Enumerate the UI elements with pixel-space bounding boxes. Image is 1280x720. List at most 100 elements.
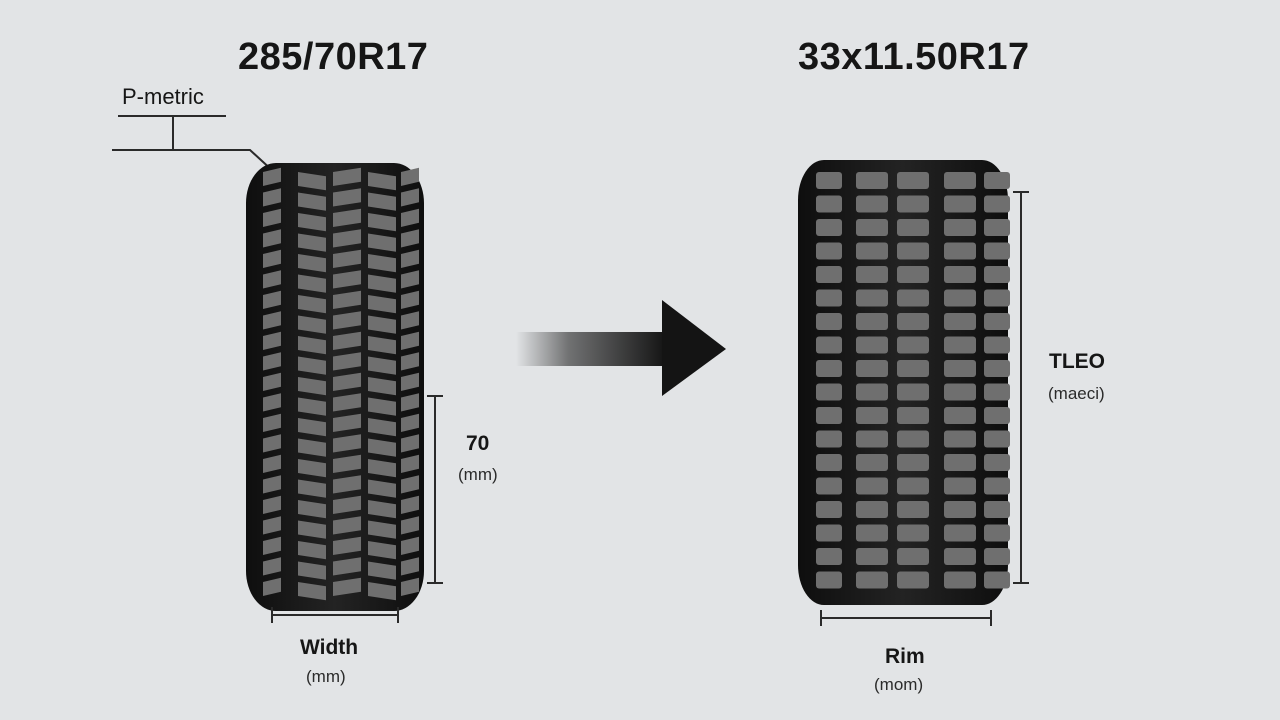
tread-block <box>897 548 929 565</box>
tread-block <box>816 407 842 424</box>
tread-block <box>401 434 419 453</box>
tread-block <box>944 266 976 283</box>
rim-unit: (mom) <box>874 675 924 694</box>
tread-block <box>944 383 976 401</box>
tread-block <box>856 501 888 518</box>
tread-block <box>856 242 888 260</box>
tread-block <box>816 242 842 260</box>
tread-block <box>897 313 929 330</box>
width-label: Width <box>300 636 359 659</box>
tread-block <box>944 548 976 565</box>
tread-block <box>263 557 281 576</box>
tread-block <box>984 172 1010 189</box>
tread-block <box>333 331 361 350</box>
tread-block <box>856 336 888 354</box>
tread-block <box>333 393 361 412</box>
tread-block <box>298 418 326 437</box>
tread-block <box>401 413 419 432</box>
tread-block <box>401 516 419 535</box>
tread-block <box>856 289 888 307</box>
tread-block <box>897 195 929 213</box>
right-arrow-icon <box>516 300 726 396</box>
right-rim-dimension-line <box>820 610 992 626</box>
tread-block <box>944 242 976 260</box>
tread-block <box>263 331 281 350</box>
tread-block <box>897 430 929 448</box>
left-tire-tread-blocks <box>263 167 419 601</box>
left-tire-size-title: 285/70R17 <box>238 36 429 78</box>
tread-block <box>333 475 361 494</box>
tread-block <box>368 520 396 539</box>
tread-block <box>856 524 888 542</box>
tread-block <box>401 372 419 391</box>
tread-block <box>816 477 842 495</box>
tread-block <box>856 430 888 448</box>
tread-block <box>984 524 1010 542</box>
tread-block <box>401 475 419 494</box>
tread-block <box>263 311 281 330</box>
tread-block <box>984 430 1010 448</box>
tread-block <box>856 266 888 283</box>
tread-block <box>263 188 281 207</box>
tread-block <box>984 477 1010 495</box>
tread-block <box>401 167 419 186</box>
tread-block <box>816 454 842 471</box>
tread-block <box>368 561 396 580</box>
tread-block <box>298 500 326 519</box>
tread-block <box>816 501 842 518</box>
width-unit: (mm) <box>306 667 346 686</box>
left-width-dimension-line <box>271 607 399 623</box>
tread-block <box>944 501 976 518</box>
tread-block <box>897 383 929 401</box>
tread-block <box>816 548 842 565</box>
tread-block <box>333 167 361 186</box>
tread-block <box>856 571 888 589</box>
tread-block <box>298 356 326 375</box>
tread-block <box>263 290 281 309</box>
tread-block <box>944 360 976 377</box>
tread-block <box>333 352 361 371</box>
tread-block <box>263 270 281 289</box>
right-height-dimension-line <box>1013 191 1029 584</box>
tread-block <box>401 229 419 248</box>
tread-block <box>856 172 888 189</box>
right-tire-tread-blocks <box>816 172 1010 589</box>
tread-block <box>333 311 361 330</box>
tread-block <box>816 430 842 448</box>
tread-block <box>816 219 842 236</box>
tread-block <box>897 477 929 495</box>
tread-block <box>368 172 396 191</box>
tread-block <box>401 331 419 350</box>
tread-block <box>984 454 1010 471</box>
tread-block <box>263 393 281 412</box>
tread-block <box>263 208 281 227</box>
tread-block <box>263 577 281 596</box>
tread-block <box>298 582 326 601</box>
tread-block <box>263 495 281 514</box>
tread-block <box>263 372 281 391</box>
tread-block <box>368 192 396 211</box>
tread-block <box>263 536 281 555</box>
tread-block <box>401 557 419 576</box>
tread-block <box>984 548 1010 565</box>
tread-block <box>298 459 326 478</box>
tread-block <box>401 249 419 268</box>
tread-block <box>856 454 888 471</box>
tread-block <box>298 336 326 355</box>
tread-block <box>263 454 281 473</box>
tread-block <box>368 500 396 519</box>
tread-block <box>333 208 361 227</box>
tread-block <box>298 397 326 416</box>
tread-block <box>298 172 326 191</box>
tread-block <box>401 270 419 289</box>
tread-block <box>984 195 1010 213</box>
tread-block <box>944 454 976 471</box>
left-height-dimension-line <box>427 395 443 584</box>
tread-block <box>401 311 419 330</box>
tread-block <box>333 536 361 555</box>
tread-block <box>897 360 929 377</box>
tread-block <box>816 571 842 589</box>
tread-block <box>984 336 1010 354</box>
tread-block <box>401 352 419 371</box>
